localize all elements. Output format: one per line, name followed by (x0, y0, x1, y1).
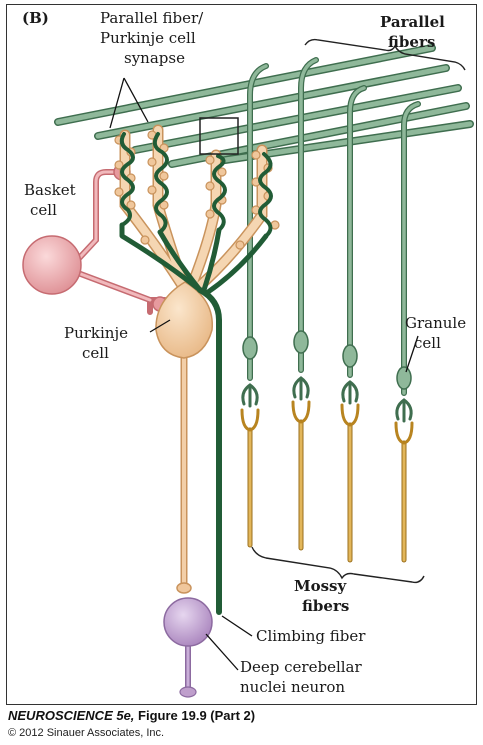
copyright-notice: © 2012 Sinauer Associates, Inc. (8, 727, 164, 739)
caption-title: NEUROSCIENCE 5e, (8, 708, 134, 723)
figure-caption: NEUROSCIENCE 5e, Figure 19.9 (Part 2) (8, 708, 255, 723)
figure-frame (6, 4, 477, 705)
caption-figure: Figure 19.9 (Part 2) (134, 708, 255, 723)
